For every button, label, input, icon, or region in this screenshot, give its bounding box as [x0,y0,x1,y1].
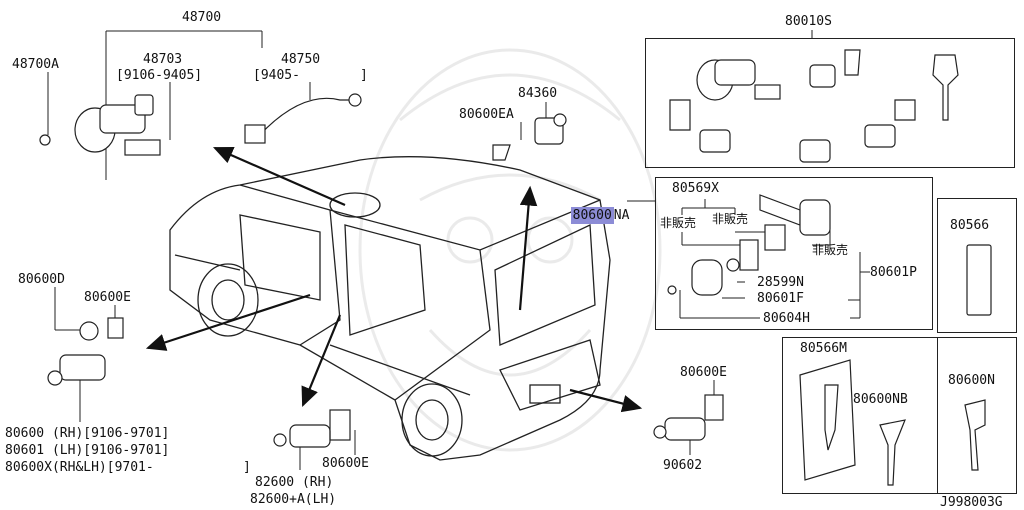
label-80601-lh: 80601 (LH)[9106-9701] [5,443,170,458]
label-80600e-bottom: 80600E [322,456,369,471]
label-80600nb: 80600NB [853,392,908,407]
label-80600e-left: 80600E [84,290,131,305]
label-80601f: 80601F [757,291,804,306]
label-80600ea: 80600EA [459,107,514,122]
label-48703: 48703 [143,52,183,67]
label-48700: 48700 [182,10,222,25]
kit-80010s-box [645,38,1015,168]
label-not-sold-2: 非販売 [712,212,749,226]
card-80566-box [937,198,1017,333]
label-48703-range: [9106-9405] [116,68,203,83]
kit-80600na-box [655,177,933,330]
label-80600na-suffix: NA [613,208,630,223]
label-82600a-lh: 82600+A(LH) [250,492,337,507]
label-48700a: 48700A [12,57,59,72]
label-48750-range: [9405- [253,68,300,83]
label-not-sold-3: 非販売 [812,243,849,257]
label-90602: 90602 [663,458,703,473]
label-80569x: 80569X [672,181,719,196]
key-set-box [782,337,1017,494]
label-80604h: 80604H [763,311,810,326]
label-not-sold-1: 非販売 [660,216,697,230]
key-set-divider [937,337,938,494]
label-48750: 48750 [281,52,321,67]
label-28599n: 28599N [757,275,804,290]
label-80566m: 80566M [800,341,847,356]
label-80566: 80566 [950,218,990,233]
label-80600e-right: 80600E [680,365,727,380]
label-84360: 84360 [518,86,558,101]
label-80010s: 80010S [785,14,832,29]
leader-lines-top-left [47,30,311,180]
leader-lines [54,30,870,470]
part-sketches [39,49,992,486]
label-80601p: 80601P [870,265,917,280]
label-82600-rh: 82600 (RH) [255,475,334,490]
label-48750-close: ] [360,68,368,83]
label-80600x-close: ] [243,460,251,475]
diagram-code: J998003G [940,495,1003,510]
label-80600n: 80600N [948,373,995,388]
label-80600-rh: 80600 (RH)[9106-9701] [5,426,170,441]
label-80600x: 80600X(RH&LH)[9701- [5,460,154,475]
label-80600na-highlight: 80600 [570,207,614,224]
arrows [145,146,643,413]
minivan-drawing [169,156,611,461]
watermark-emblem [358,48,662,452]
label-80600d: 80600D [18,272,65,287]
